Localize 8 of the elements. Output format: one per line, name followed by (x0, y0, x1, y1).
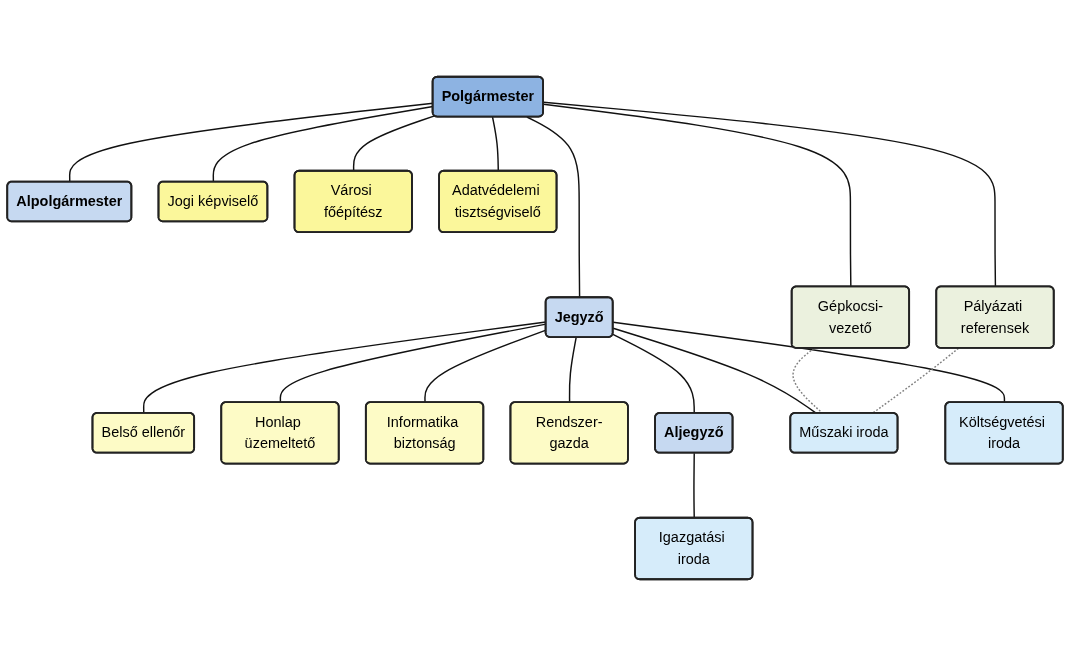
connector (568, 336, 577, 404)
connector (212, 105, 434, 183)
connector (491, 116, 499, 172)
connector (693, 452, 695, 519)
connector (612, 321, 1006, 404)
connector (68, 102, 434, 183)
connector (526, 116, 581, 299)
connector (352, 115, 436, 172)
